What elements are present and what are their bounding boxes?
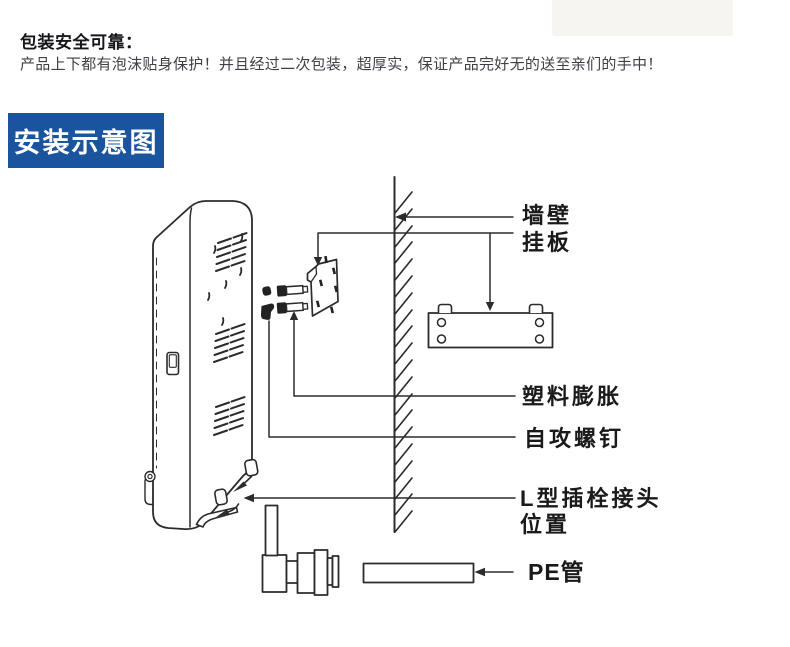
bottom-hook <box>195 506 239 528</box>
side-switch <box>166 351 180 376</box>
leader-lines <box>243 212 516 577</box>
label-wall: 墙壁 <box>522 203 573 228</box>
panel-tick-marks <box>207 233 244 326</box>
label-pe-pipe: PE管 <box>528 559 585 585</box>
mount-bracket-drawing <box>306 255 339 317</box>
hanging-plate-drawing <box>427 303 554 349</box>
section-badge: 安装示意图 <box>8 113 164 168</box>
vent-slats <box>213 232 248 436</box>
outlet-tab-upper <box>244 458 259 477</box>
outlet-tab-lower <box>214 488 228 506</box>
leader-plastic-anchor <box>289 311 516 397</box>
front-edge-line <box>189 207 193 528</box>
leader-screw <box>268 320 516 438</box>
leader-mount-plate <box>313 232 514 311</box>
label-plastic-anchor: 塑料膨胀 <box>522 384 623 409</box>
wall-drawing <box>393 176 413 533</box>
water-purifier-drawing <box>144 200 259 531</box>
bolt-upper <box>276 284 309 297</box>
background-tint <box>552 0 733 36</box>
section-badge-label: 安装示意图 <box>13 128 159 158</box>
direction-arrows <box>216 475 253 517</box>
l-connector-drawing <box>261 504 340 596</box>
leader-wall <box>395 212 514 222</box>
clip-upper <box>262 286 272 296</box>
leader-l-connector <box>243 493 516 503</box>
bolt-lower <box>276 301 309 314</box>
packaging-description: 产品上下都有泡沫贴身保护！并且经过二次包装，超厚实，保证产品完好无的送至亲们的手… <box>20 56 663 73</box>
fasteners-drawing <box>260 284 309 320</box>
clip-lower <box>260 303 275 320</box>
label-l-connector-position: L型插栓接头 位置 <box>520 486 662 537</box>
pe-pipe-drawing <box>362 562 475 584</box>
bracket-slots <box>315 255 339 314</box>
bottom-cylinder-fitting <box>144 470 156 506</box>
label-mount-plate: 挂板 <box>522 230 573 255</box>
leader-pe-pipe <box>474 567 514 577</box>
label-self-tapping-screw: 自攻螺钉 <box>524 426 625 451</box>
packaging-title: 包装安全可靠： <box>20 33 143 52</box>
